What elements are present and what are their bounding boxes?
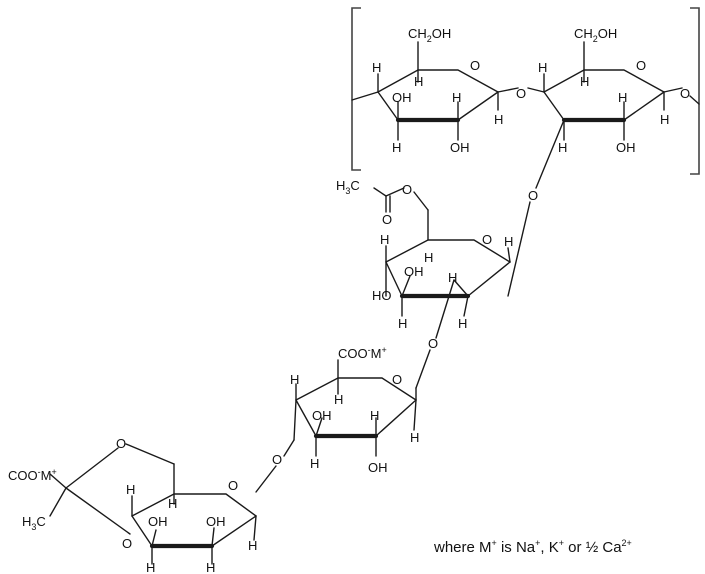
mannose1-h-c3: H bbox=[398, 316, 407, 331]
mannose1-h-c4: H bbox=[380, 232, 389, 247]
glucuronic-h-c2: H bbox=[370, 408, 379, 423]
glucuronic-h-c1: H bbox=[410, 430, 419, 445]
backbone1-ch2oh-label: CH2OH bbox=[408, 26, 451, 44]
pyruvate-ketal-oxygen-top: O bbox=[116, 436, 126, 451]
backbone1-ring-oxygen: O bbox=[470, 58, 480, 73]
backbone-glucose-2 bbox=[543, 41, 700, 141]
mannose2-ring-oxygen: O bbox=[228, 478, 238, 493]
backbone-glucose-1 bbox=[351, 41, 519, 141]
sidechain-oxygen-3: O bbox=[272, 452, 282, 467]
pyruvate-ketal-oxygen-bottom: O bbox=[122, 536, 132, 551]
acetyl-mannose-ring bbox=[373, 187, 511, 317]
mannose2-oh-c3: OH bbox=[148, 514, 168, 529]
mannose2-h-c2: H bbox=[206, 560, 215, 574]
backbone2-h-c4: H bbox=[538, 60, 547, 75]
pyruvate-h3c-label: H3C bbox=[22, 514, 46, 532]
sidechain-link-3 bbox=[255, 465, 277, 493]
backbone1-h-c1: H bbox=[494, 112, 503, 127]
backbone2-h-c5: H bbox=[580, 74, 589, 89]
mannose1-h-c2b: H bbox=[458, 316, 467, 331]
glucuronic-ring-oxygen: O bbox=[392, 372, 402, 387]
backbone2-h-c3: H bbox=[558, 140, 567, 155]
sidechain-link-1 bbox=[507, 119, 565, 297]
pyruvyl-mannose-ring bbox=[49, 443, 257, 565]
backbone1-oh-c2: OH bbox=[450, 140, 470, 155]
repeat-bracket-right bbox=[690, 7, 700, 175]
mannose1-ho-c4: HO bbox=[372, 288, 392, 303]
mannose2-h-c5: H bbox=[168, 496, 177, 511]
sidechain-oxygen-1: O bbox=[528, 188, 538, 203]
mannose2-h-c4: H bbox=[126, 482, 135, 497]
backbone2-ch2oh-label: CH2OH bbox=[574, 26, 617, 44]
backbone2-h-c1: H bbox=[660, 112, 669, 127]
backbone2-oh-c2: OH bbox=[616, 140, 636, 155]
backbone1-h-c4: H bbox=[372, 60, 381, 75]
mannose1-h-c5: H bbox=[424, 250, 433, 265]
glucuronic-carboxylate-label: COO-M+ bbox=[338, 345, 387, 361]
mannose2-h-c3: H bbox=[146, 560, 155, 574]
glycosidic-oxygen-2: O bbox=[680, 86, 690, 101]
repeat-bracket-left bbox=[351, 7, 361, 171]
mannose2-h-c1: H bbox=[248, 538, 257, 553]
backbone1-h-c3: H bbox=[392, 140, 401, 155]
backbone1-oh-c3: OH bbox=[392, 90, 412, 105]
glucuronic-oh-c2: OH bbox=[368, 460, 388, 475]
pyruvate-carboxylate-label: COO-M+ bbox=[8, 467, 57, 483]
backbone1-h-c2: H bbox=[452, 90, 461, 105]
backbone-link-bond bbox=[527, 87, 545, 93]
mannose1-ring-oxygen: O bbox=[482, 232, 492, 247]
acetyl-h3c-label: H3C bbox=[336, 178, 360, 196]
backbone2-ring-oxygen: O bbox=[636, 58, 646, 73]
glucuronic-h-c3: H bbox=[310, 456, 319, 471]
glycosidic-oxygen-1: O bbox=[516, 86, 526, 101]
mannose2-oh-c2: OH bbox=[206, 514, 226, 529]
backbone2-h-c2: H bbox=[618, 90, 627, 105]
glucuronic-h-c5: H bbox=[334, 392, 343, 407]
mannose1-h-c1: H bbox=[504, 234, 513, 249]
counter-ion-caption: where M+ is Na+, K+ or ½ Ca2+ bbox=[434, 538, 632, 556]
backbone1-h-c5: H bbox=[414, 74, 423, 89]
sidechain-link-2 bbox=[415, 279, 455, 389]
acetyl-ester-oxygen: O bbox=[402, 182, 412, 197]
glucuronic-acid-ring bbox=[283, 359, 417, 457]
acetyl-carbonyl-oxygen: O bbox=[382, 212, 392, 227]
glucuronic-oh-c3: OH bbox=[312, 408, 332, 423]
sidechain-oxygen-2: O bbox=[428, 336, 438, 351]
mannose1-h-c2: H bbox=[448, 270, 457, 285]
glucuronic-h-c4: H bbox=[290, 372, 299, 387]
mannose1-oh-c3: OH bbox=[404, 264, 424, 279]
